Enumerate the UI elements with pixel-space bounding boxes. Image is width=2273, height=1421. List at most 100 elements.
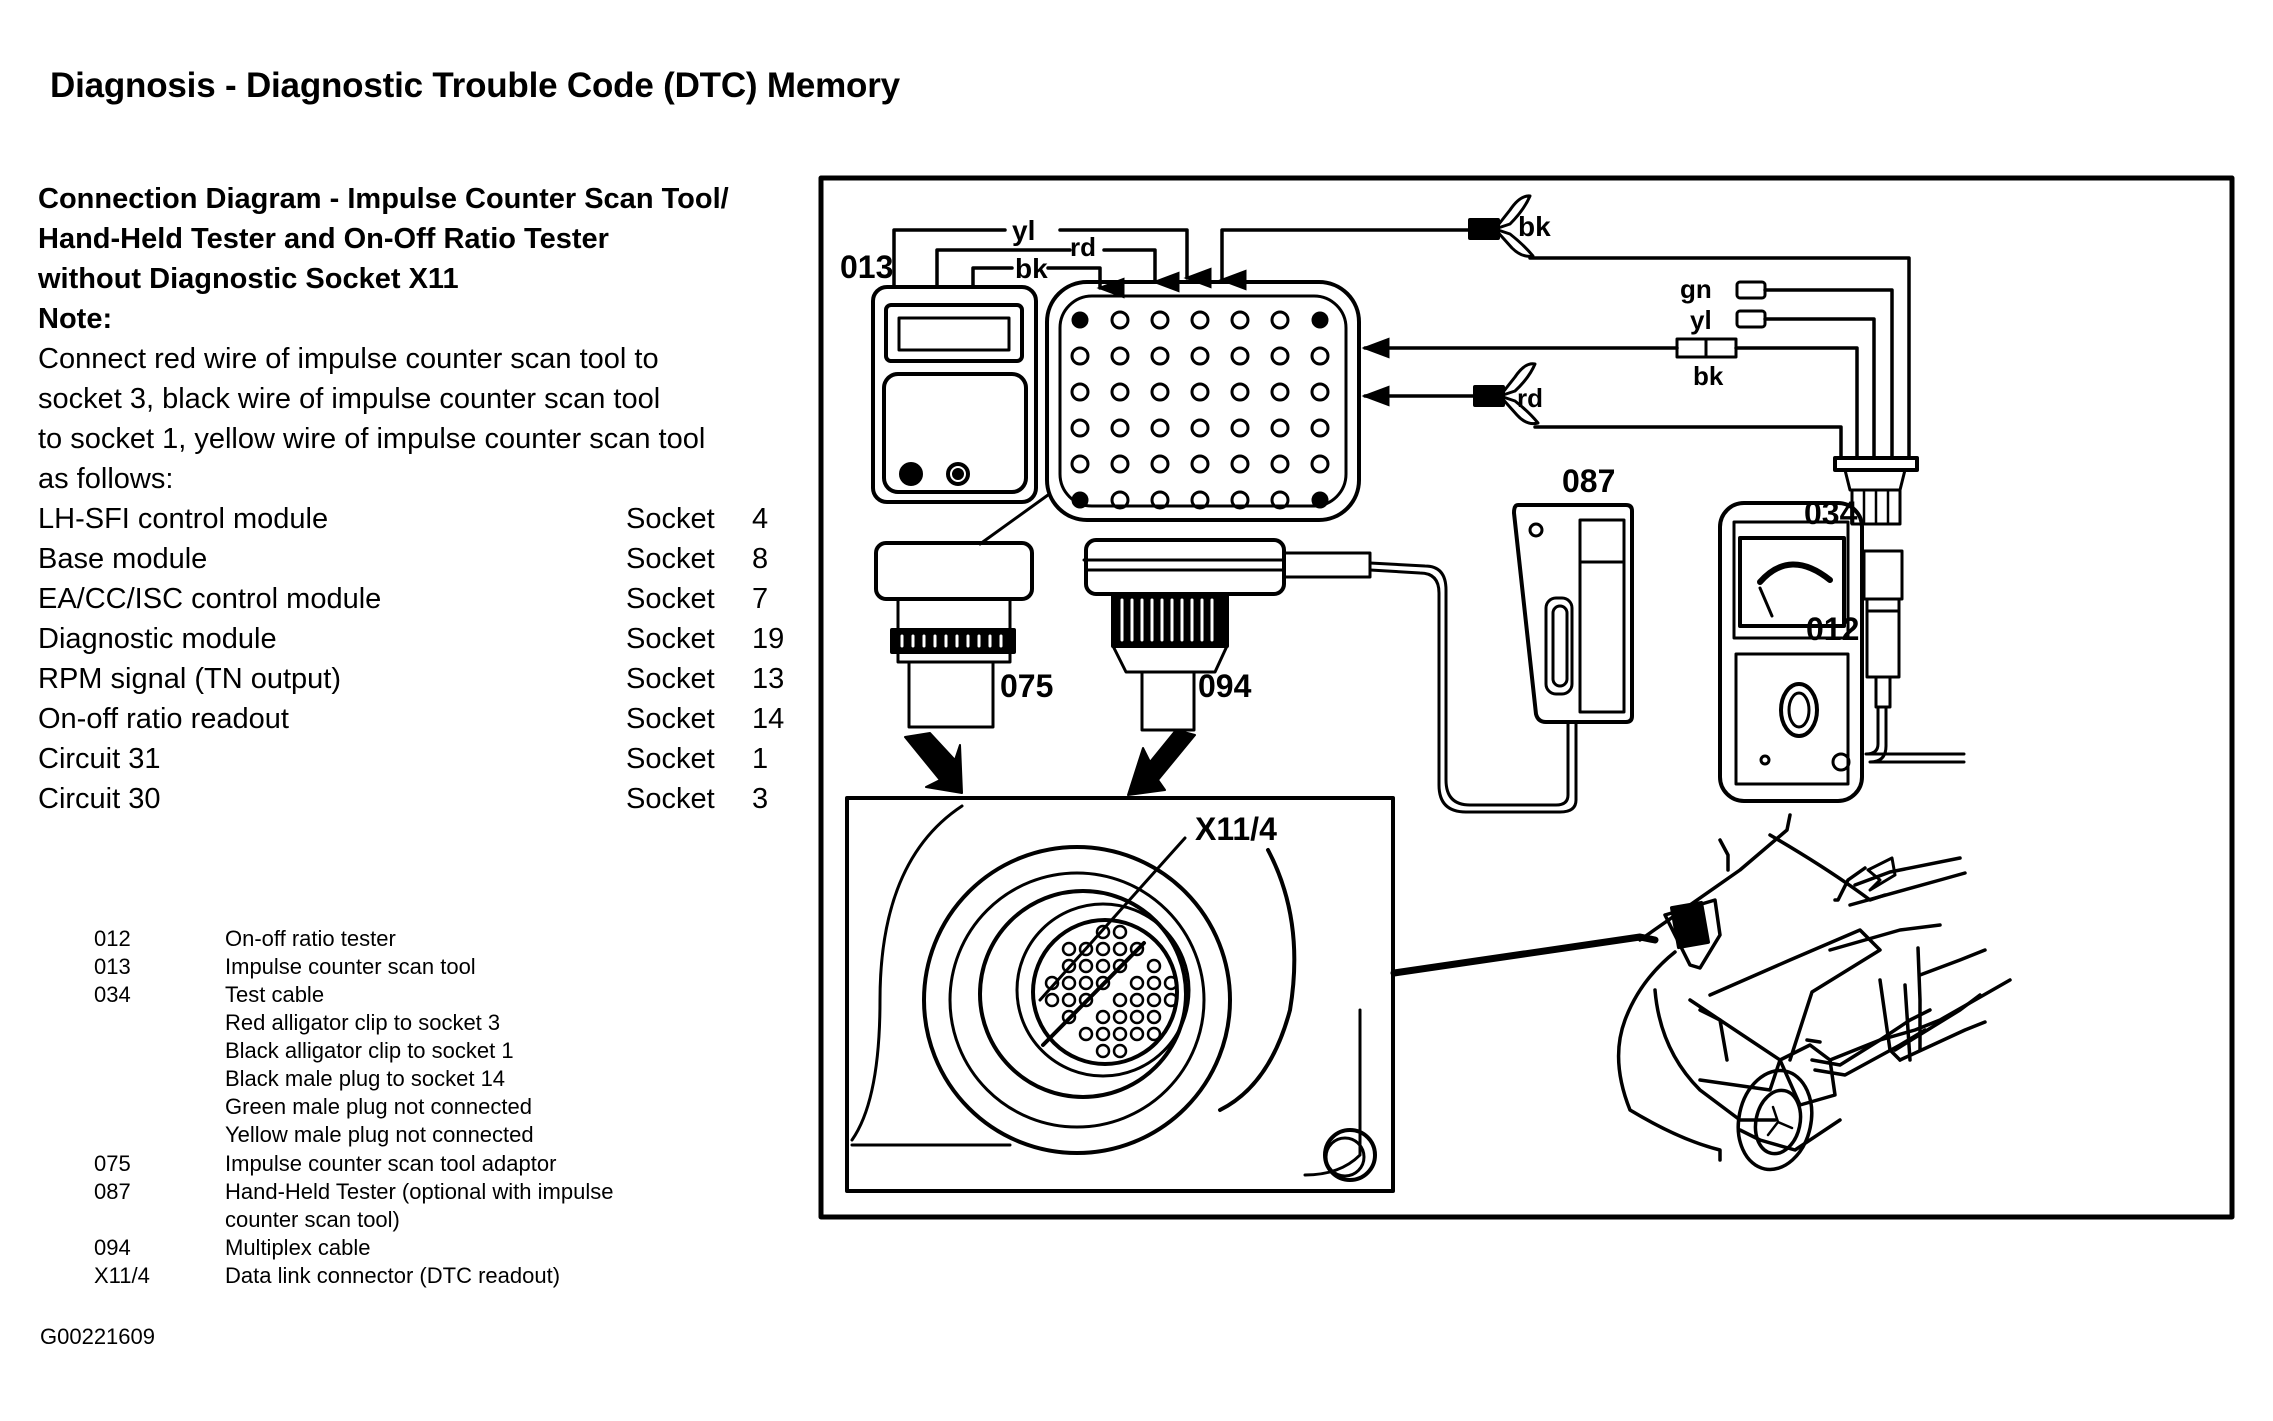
dlc-pin [1129, 941, 1145, 957]
diagram-frame [818, 175, 2235, 1220]
legend-desc: Test cable [225, 982, 325, 1007]
yellow-male-plug [1735, 309, 1767, 329]
connector-pin [1270, 418, 1290, 438]
dlc-pin [1095, 1043, 1111, 1059]
wire-label-rd-clip: rd [1517, 383, 1543, 413]
note-label: Note: [38, 303, 113, 335]
dlc-pin [1146, 1009, 1162, 1025]
legend-desc: Black alligator clip to socket 1 [225, 1038, 514, 1063]
knob-icon [899, 462, 923, 486]
legend-desc: Hand-Held Tester (optional with impulse [225, 1179, 614, 1204]
legend-code: 087 [94, 1179, 131, 1204]
label-012: 012 [1806, 611, 1859, 647]
dlc-pin [1095, 1026, 1111, 1042]
socket-map-label: Circuit 30 [38, 783, 161, 815]
mounting-hole [1311, 491, 1329, 509]
socket-map-socket-word: Socket [626, 623, 715, 655]
socket-map-label: EA/CC/ISC control module [38, 583, 382, 615]
legend-desc: Yellow male plug not connected [225, 1122, 534, 1147]
dlc-pins [1044, 924, 1179, 1059]
dlc-pin [1061, 958, 1077, 974]
legend-desc: counter scan tool) [225, 1207, 400, 1232]
dlc-pin [1112, 958, 1128, 974]
socket-map-socket-word: Socket [626, 543, 715, 575]
connector-pin [1270, 454, 1290, 474]
socket-map-label: Circuit 31 [38, 743, 161, 775]
wire-label-gn: gn [1680, 274, 1712, 304]
socket-map-number: 13 [752, 663, 785, 695]
dlc-pin [1095, 924, 1111, 940]
socket-map-label: On-off ratio readout [38, 703, 289, 735]
connector-pin [1230, 418, 1250, 438]
test-cable-wires [1361, 256, 1911, 460]
multiplex-cable-094 [1082, 538, 1372, 732]
connector-pin [1150, 382, 1170, 402]
label-034: 034 [1804, 495, 1858, 531]
connector-pin [1270, 382, 1290, 402]
socket-map-number: 8 [752, 543, 769, 575]
connector-pin [1110, 454, 1130, 474]
connector-pin [1150, 418, 1170, 438]
connector-pin [1270, 490, 1290, 510]
dlc-pin [1112, 992, 1128, 1008]
black-alligator-clip [1468, 194, 1535, 258]
wire-label-yl-plug: yl [1690, 305, 1712, 335]
connector-pins [1070, 310, 1330, 510]
connector-pin [1150, 310, 1170, 330]
connector-pin [1070, 346, 1090, 366]
legend-code: 034 [94, 982, 131, 1007]
note-line: socket 3, black wire of impulse counter … [38, 383, 661, 415]
dlc-pin [1078, 975, 1094, 991]
connector-pin [1270, 346, 1290, 366]
legend-desc: On-off ratio tester [225, 926, 396, 951]
wire-label-rd: rd [1070, 232, 1096, 262]
dlc-pin [1078, 958, 1094, 974]
dlc-pin [1112, 1043, 1128, 1059]
connector-pin [1110, 346, 1130, 366]
connector-pin [1150, 346, 1170, 366]
note-line: to socket 1, yellow wire of impulse coun… [38, 423, 706, 455]
label-075: 075 [1000, 668, 1053, 704]
legend-code: 012 [94, 926, 131, 951]
legend-desc: Red alligator clip to socket 3 [225, 1010, 501, 1035]
connector-pin [1190, 382, 1210, 402]
socket-map-number: 1 [752, 743, 769, 775]
connector-pin [1150, 454, 1170, 474]
connector-pin [1070, 454, 1090, 474]
socket-map-socket-word: Socket [626, 703, 715, 735]
dlc-pin [1044, 992, 1060, 1008]
green-male-plug [1735, 280, 1767, 300]
note-line: Connect red wire of impulse counter scan… [38, 343, 659, 375]
legend-desc: Multiplex cable [225, 1235, 371, 1260]
wire-label-bk-clip: bk [1518, 211, 1551, 242]
mounting-hole [1071, 311, 1089, 329]
connection-heading-line-2: Hand-Held Tester and On-Off Ratio Tester [38, 223, 609, 255]
hand-held-tester-087 [1368, 503, 1634, 814]
engine-connector-location [1670, 900, 1710, 950]
socket-map-number: 3 [752, 783, 769, 815]
mounting-hole [1071, 491, 1089, 509]
data-link-connector-closeup [845, 796, 1395, 1193]
connector-pin [1110, 490, 1130, 510]
dlc-pin [1095, 975, 1111, 991]
label-087: 087 [1562, 463, 1615, 499]
socket-map-label: Diagnostic module [38, 623, 277, 655]
dlc-pin [1129, 975, 1145, 991]
insert-arrow-icon [1127, 729, 1196, 796]
mounting-hole [1311, 311, 1329, 329]
legend-code: 094 [94, 1235, 131, 1260]
dlc-pin [1112, 924, 1128, 940]
dlc-pin [1146, 992, 1162, 1008]
legend-desc: Impulse counter scan tool adaptor [225, 1151, 557, 1176]
connector-pin [1070, 418, 1090, 438]
dlc-pin [1163, 992, 1179, 1008]
adaptor-075 [874, 541, 1034, 729]
note-line: as follows: [38, 463, 174, 495]
connector-pin [1190, 454, 1210, 474]
figure-id: G00221609 [40, 1324, 155, 1349]
connector-pin [1310, 382, 1330, 402]
dlc-pin [1044, 975, 1060, 991]
connector-pin [1110, 382, 1130, 402]
ratio-tester-012 [1718, 501, 1864, 803]
